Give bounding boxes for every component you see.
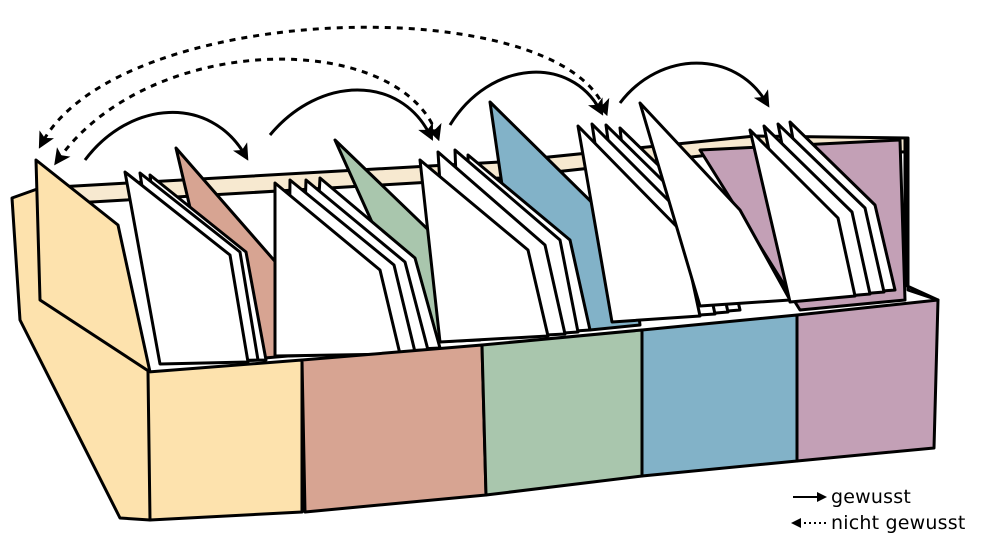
legend-unknown: nicht gewusst [787, 510, 981, 536]
legend-known: gewusst [787, 484, 981, 510]
arrow-1-to-2 [85, 112, 245, 160]
arrow-2-to-3 [270, 90, 430, 135]
compartment-5-side [905, 140, 938, 300]
compartment-1-front [148, 360, 302, 520]
solid-arrow-icon [787, 490, 831, 504]
legend: gewusst nicht gewusst [787, 484, 981, 536]
compartment-3-front [482, 330, 642, 495]
compartment-5-front [797, 300, 938, 461]
legend-unknown-label: nicht gewusst [831, 512, 965, 534]
legend-known-label: gewusst [831, 486, 911, 508]
arrow-4-to-5 [620, 63, 766, 103]
compartment-2-front [302, 345, 486, 512]
compartment-4-front [642, 315, 797, 476]
arrow-3-to-4 [450, 72, 600, 125]
dashed-arrow-icon [787, 516, 831, 530]
arrow-3-to-1 [58, 59, 437, 160]
card-stack-2 [275, 178, 440, 356]
